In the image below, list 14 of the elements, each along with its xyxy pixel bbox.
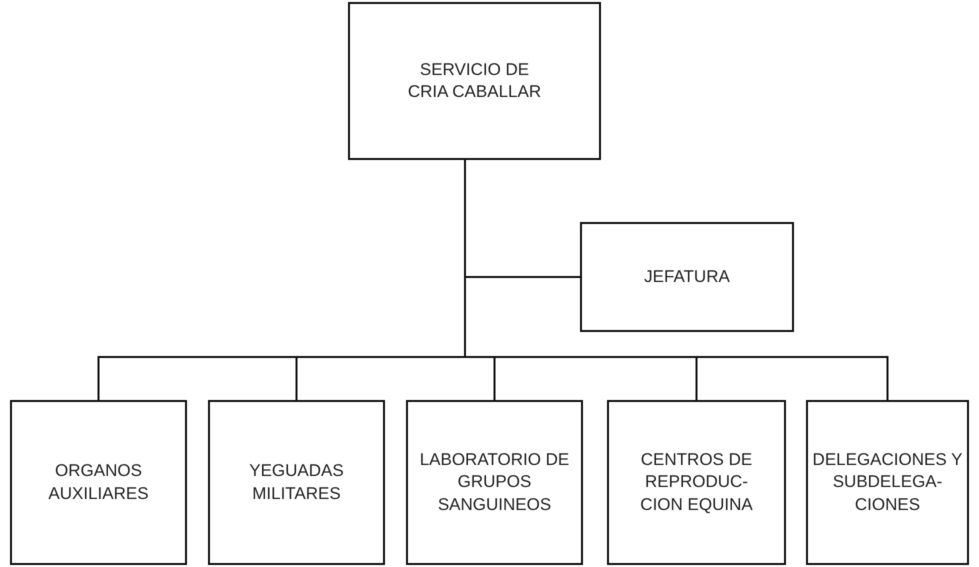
org-box <box>10 400 187 565</box>
box-label: YEGUADAS MILITARES <box>248 460 345 504</box>
box-label: JEFATURA <box>644 266 730 288</box>
org-box <box>208 400 385 565</box>
box-label: CENTROS DE REPRODUC- CION EQUINA <box>639 449 754 516</box>
org-box <box>406 400 583 565</box>
box-label: ORGANOS AUXILIARES <box>47 460 150 504</box>
org-box <box>348 2 601 160</box>
org-box <box>806 400 969 565</box>
org-box <box>580 222 794 332</box>
box-label: DELEGACIONES Y SUBDELEGA- CIONES <box>812 449 962 516</box>
org-box <box>607 400 786 565</box>
box-label: LABORATORIO DE GRUPOS SANGUINEOS <box>418 449 570 516</box>
box-label: SERVICIO DE CRIA CABALLAR <box>406 58 542 103</box>
